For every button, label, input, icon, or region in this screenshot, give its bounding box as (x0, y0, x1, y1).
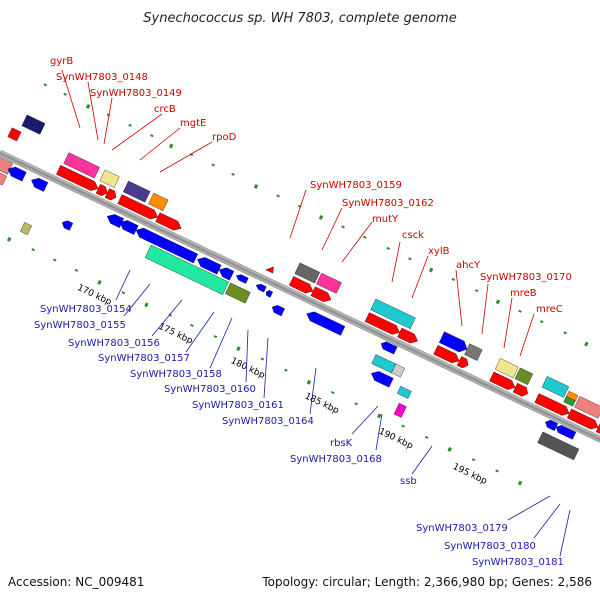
reverse-gene-labels: SynWH7803_0154 SynWH7803_0155 SynWH7803_… (34, 304, 564, 568)
scale-label: 185 kbp (303, 392, 341, 417)
gene-label: SynWH7803_0160 (164, 384, 256, 395)
gene-label: mreB (510, 288, 537, 299)
reverse-strand-features (0, 153, 580, 461)
gene-label: mreC (536, 304, 563, 315)
scale-label: 180 kbp (229, 356, 267, 381)
gene-label: SynWH7803_0179 (416, 523, 508, 534)
gene-label: SynWH7803_0159 (310, 180, 402, 191)
scale-label: 175 kbp (157, 322, 195, 347)
map-title: Synechococcus sp. WH 7803, complete geno… (143, 11, 456, 26)
tick-track-inner (6, 236, 523, 486)
topology-text: Topology: circular; Length: 2,366,980 bp… (261, 575, 592, 589)
gene-label: rbsK (330, 438, 353, 449)
gene-label: SynWH7803_0180 (444, 541, 536, 552)
gene-label: SynWH7803_0158 (130, 369, 222, 380)
gene-label: ssb (400, 476, 417, 487)
gene-label: xylB (428, 246, 450, 257)
gene-label: SynWH7803_0168 (290, 454, 382, 465)
gene-label: mutY (372, 214, 399, 225)
genome-backbone (0, 149, 600, 458)
gene-label: SynWH7803_0148 (56, 72, 148, 83)
accession-text: Accession: NC_009481 (8, 575, 144, 589)
gene-label: mgtE (180, 118, 206, 129)
gene-label: rpoD (212, 132, 237, 143)
gene-label: SynWH7803_0164 (222, 416, 314, 427)
forward-strand-features (7, 114, 600, 438)
scale-label: 190 kbp (377, 427, 415, 452)
gene-label: crcB (154, 104, 176, 115)
gene-label: gyrB (50, 56, 73, 67)
gene-label: SynWH7803_0161 (192, 400, 284, 411)
gene-label: SynWH7803_0181 (472, 557, 564, 568)
gene-label: SynWH7803_0162 (342, 198, 434, 209)
forward-label-leaders (61, 69, 535, 357)
tick-track-outer (43, 83, 589, 347)
gene-label: SynWH7803_0156 (68, 338, 160, 349)
forward-gene-labels: gyrB SynWH7803_0148 SynWH7803_0149 crcB … (50, 56, 572, 315)
gene-label: SynWH7803_0157 (98, 353, 190, 364)
gene-label: ahcY (456, 260, 481, 271)
gene-label: csck (402, 230, 424, 241)
gene-label: SynWH7803_0155 (34, 320, 126, 331)
gene-label: SynWH7803_0149 (90, 88, 182, 99)
reverse-label-leaders (115, 269, 571, 557)
scale-label: 195 kbp (451, 462, 489, 487)
gene-label: SynWH7803_0154 (40, 304, 132, 315)
gene-label: SynWH7803_0170 (480, 272, 572, 283)
